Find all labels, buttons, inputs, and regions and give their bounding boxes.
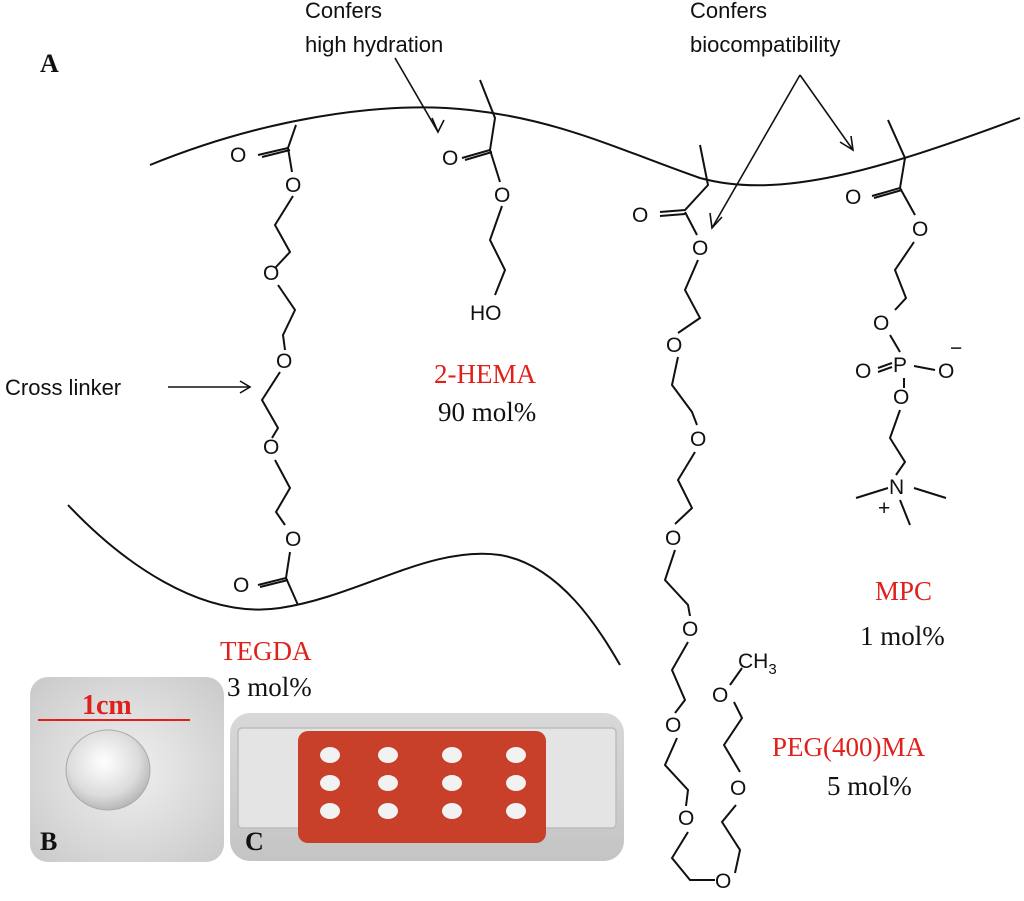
svg-text:O: O [730,777,746,800]
biocompat-annotation-line2: biocompatibility [690,32,840,57]
mold-wells [320,747,526,819]
svg-text:O: O [665,714,681,737]
svg-text:O: O [276,350,292,373]
svg-text:O: O [845,186,861,209]
svg-text:O: O [893,386,909,409]
svg-text:O: O [263,262,279,285]
mold-well [442,803,462,819]
tegda-structure: O O O O O O O [230,124,301,606]
peg-structure: O O O O O O O O O O O CH3 [632,144,777,893]
lower-polymer-backbone [67,504,621,666]
mold-well [442,775,462,791]
mpc-name: MPC [875,576,932,606]
panel-b-label: B [40,827,57,856]
svg-text:O: O [712,684,728,707]
svg-text:P: P [893,354,907,377]
biocompat-arrowhead-right [839,135,855,152]
biocompat-arrowhead-left [709,212,723,230]
silicone-mold [298,731,546,843]
svg-text:O: O [855,360,871,383]
mold-well [378,803,398,819]
svg-text:O: O [665,527,681,550]
mold-well [378,747,398,763]
svg-text:O: O [715,870,731,893]
hema-structure: O O HO [442,79,510,325]
mold-well [506,747,526,763]
svg-text:O: O [263,436,279,459]
svg-text:CH3: CH3 [738,650,777,678]
crosslinker-arrowhead [239,380,252,394]
mpc-structure: O O O P O O − O N + [845,119,962,526]
mold-well [442,747,462,763]
hydration-arrowhead [431,117,445,134]
tegda-name: TEGDA [220,636,312,666]
upper-polymer-backbone [149,106,1021,187]
mold-well [320,747,340,763]
mold-well [320,775,340,791]
svg-text:−: − [950,337,962,360]
hema-name: 2-HEMA [434,359,536,389]
mold-well [320,803,340,819]
crosslinker-annotation: Cross linker [5,375,121,400]
svg-text:O: O [690,428,706,451]
svg-text:O: O [912,218,928,241]
peg-percent: 5 mol% [827,771,912,801]
svg-text:+: + [878,497,890,520]
svg-text:O: O [692,237,708,260]
svg-text:O: O [873,312,889,335]
hydration-annotation-line2: high hydration [305,32,443,57]
biocompat-annotation-line1: Confers [690,0,767,23]
hydration-annotation-line1: Confers [305,0,382,23]
panel-a-label: A [40,49,59,78]
svg-text:O: O [442,147,458,170]
biocompat-arrow-right [799,74,854,151]
mold-well [378,775,398,791]
svg-text:N: N [889,476,904,499]
svg-text:O: O [285,174,301,197]
panel-c-photo: C [230,713,624,861]
scale-bar-label: 1cm [82,690,132,721]
hema-percent: 90 mol% [438,397,536,427]
hydration-arrow [394,57,439,133]
mpc-percent: 1 mol% [860,621,945,651]
hydrogel-disc [65,729,151,811]
svg-text:O: O [230,144,246,167]
svg-text:O: O [678,807,694,830]
mold-well [506,775,526,791]
svg-text:O: O [632,204,648,227]
svg-text:O: O [666,334,682,357]
panel-c-label: C [245,827,264,856]
svg-text:HO: HO [470,302,502,325]
biocompat-arrow-left [711,74,801,229]
svg-text:O: O [682,618,698,641]
svg-text:O: O [233,574,249,597]
svg-text:O: O [494,184,510,207]
svg-text:O: O [285,528,301,551]
panel-b-photo: 1cm B [30,677,224,862]
svg-text:O: O [938,360,954,383]
tegda-percent: 3 mol% [227,672,312,702]
mold-well [506,803,526,819]
peg-name: PEG(400)MA [772,732,925,762]
